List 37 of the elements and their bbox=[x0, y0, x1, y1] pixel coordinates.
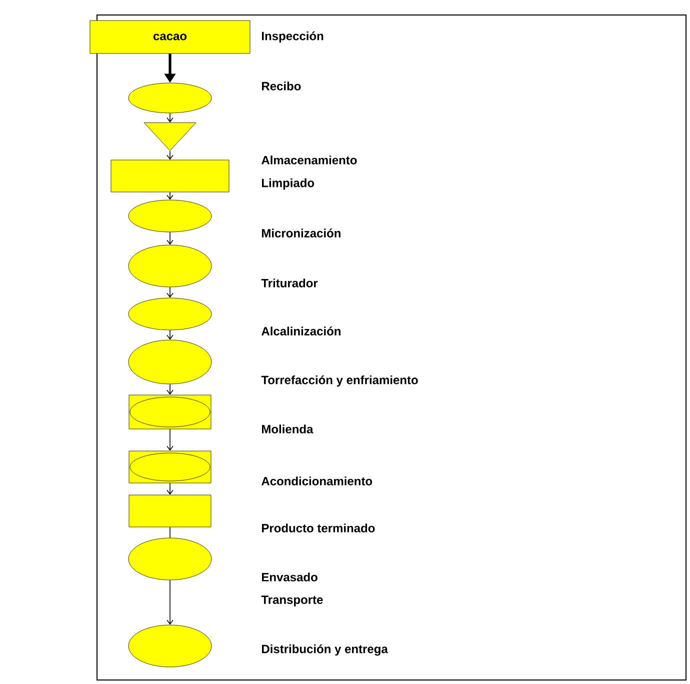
process-ellipse bbox=[128, 298, 212, 330]
process-box bbox=[128, 494, 212, 528]
step-label: Recibo bbox=[262, 82, 301, 90]
step-label: Inspección bbox=[262, 31, 324, 43]
process-box: cacao bbox=[90, 20, 250, 54]
arrow bbox=[166, 482, 174, 495]
step-label: Almacenamiento bbox=[262, 156, 357, 164]
combined-box bbox=[128, 450, 212, 484]
step-label: Limpiado bbox=[262, 178, 314, 190]
arrow bbox=[166, 192, 174, 200]
process-ellipse bbox=[128, 200, 212, 232]
arrow bbox=[166, 112, 174, 122]
process-box bbox=[110, 160, 230, 192]
step-label: Molienda bbox=[262, 424, 314, 434]
step-label: Micronización bbox=[262, 228, 340, 238]
arrow bbox=[166, 330, 174, 340]
step-label: Producto terminado bbox=[262, 524, 375, 532]
arrow bbox=[166, 232, 174, 245]
step-label: Distribución y entrega bbox=[262, 644, 388, 656]
process-ellipse bbox=[128, 624, 212, 668]
process-ellipse bbox=[128, 340, 212, 384]
step-label: Triturador bbox=[261, 278, 318, 288]
step-label: Envasado bbox=[262, 572, 318, 582]
step-label: Torrefacción y enfriamiento bbox=[261, 375, 418, 387]
process-ellipse bbox=[128, 82, 212, 114]
process-ellipse bbox=[128, 244, 212, 288]
arrow bbox=[166, 384, 174, 395]
arrow bbox=[166, 580, 174, 625]
arrow bbox=[166, 428, 174, 451]
arrow bbox=[166, 286, 174, 298]
storage-triangle bbox=[144, 122, 196, 151]
arrow bbox=[166, 150, 174, 160]
combined-box bbox=[128, 394, 212, 430]
step-label: Acondicionamiento bbox=[262, 476, 372, 486]
step-label: Alcalinización bbox=[262, 326, 340, 336]
process-ellipse bbox=[128, 538, 212, 580]
step-label: Transporte bbox=[261, 596, 323, 606]
